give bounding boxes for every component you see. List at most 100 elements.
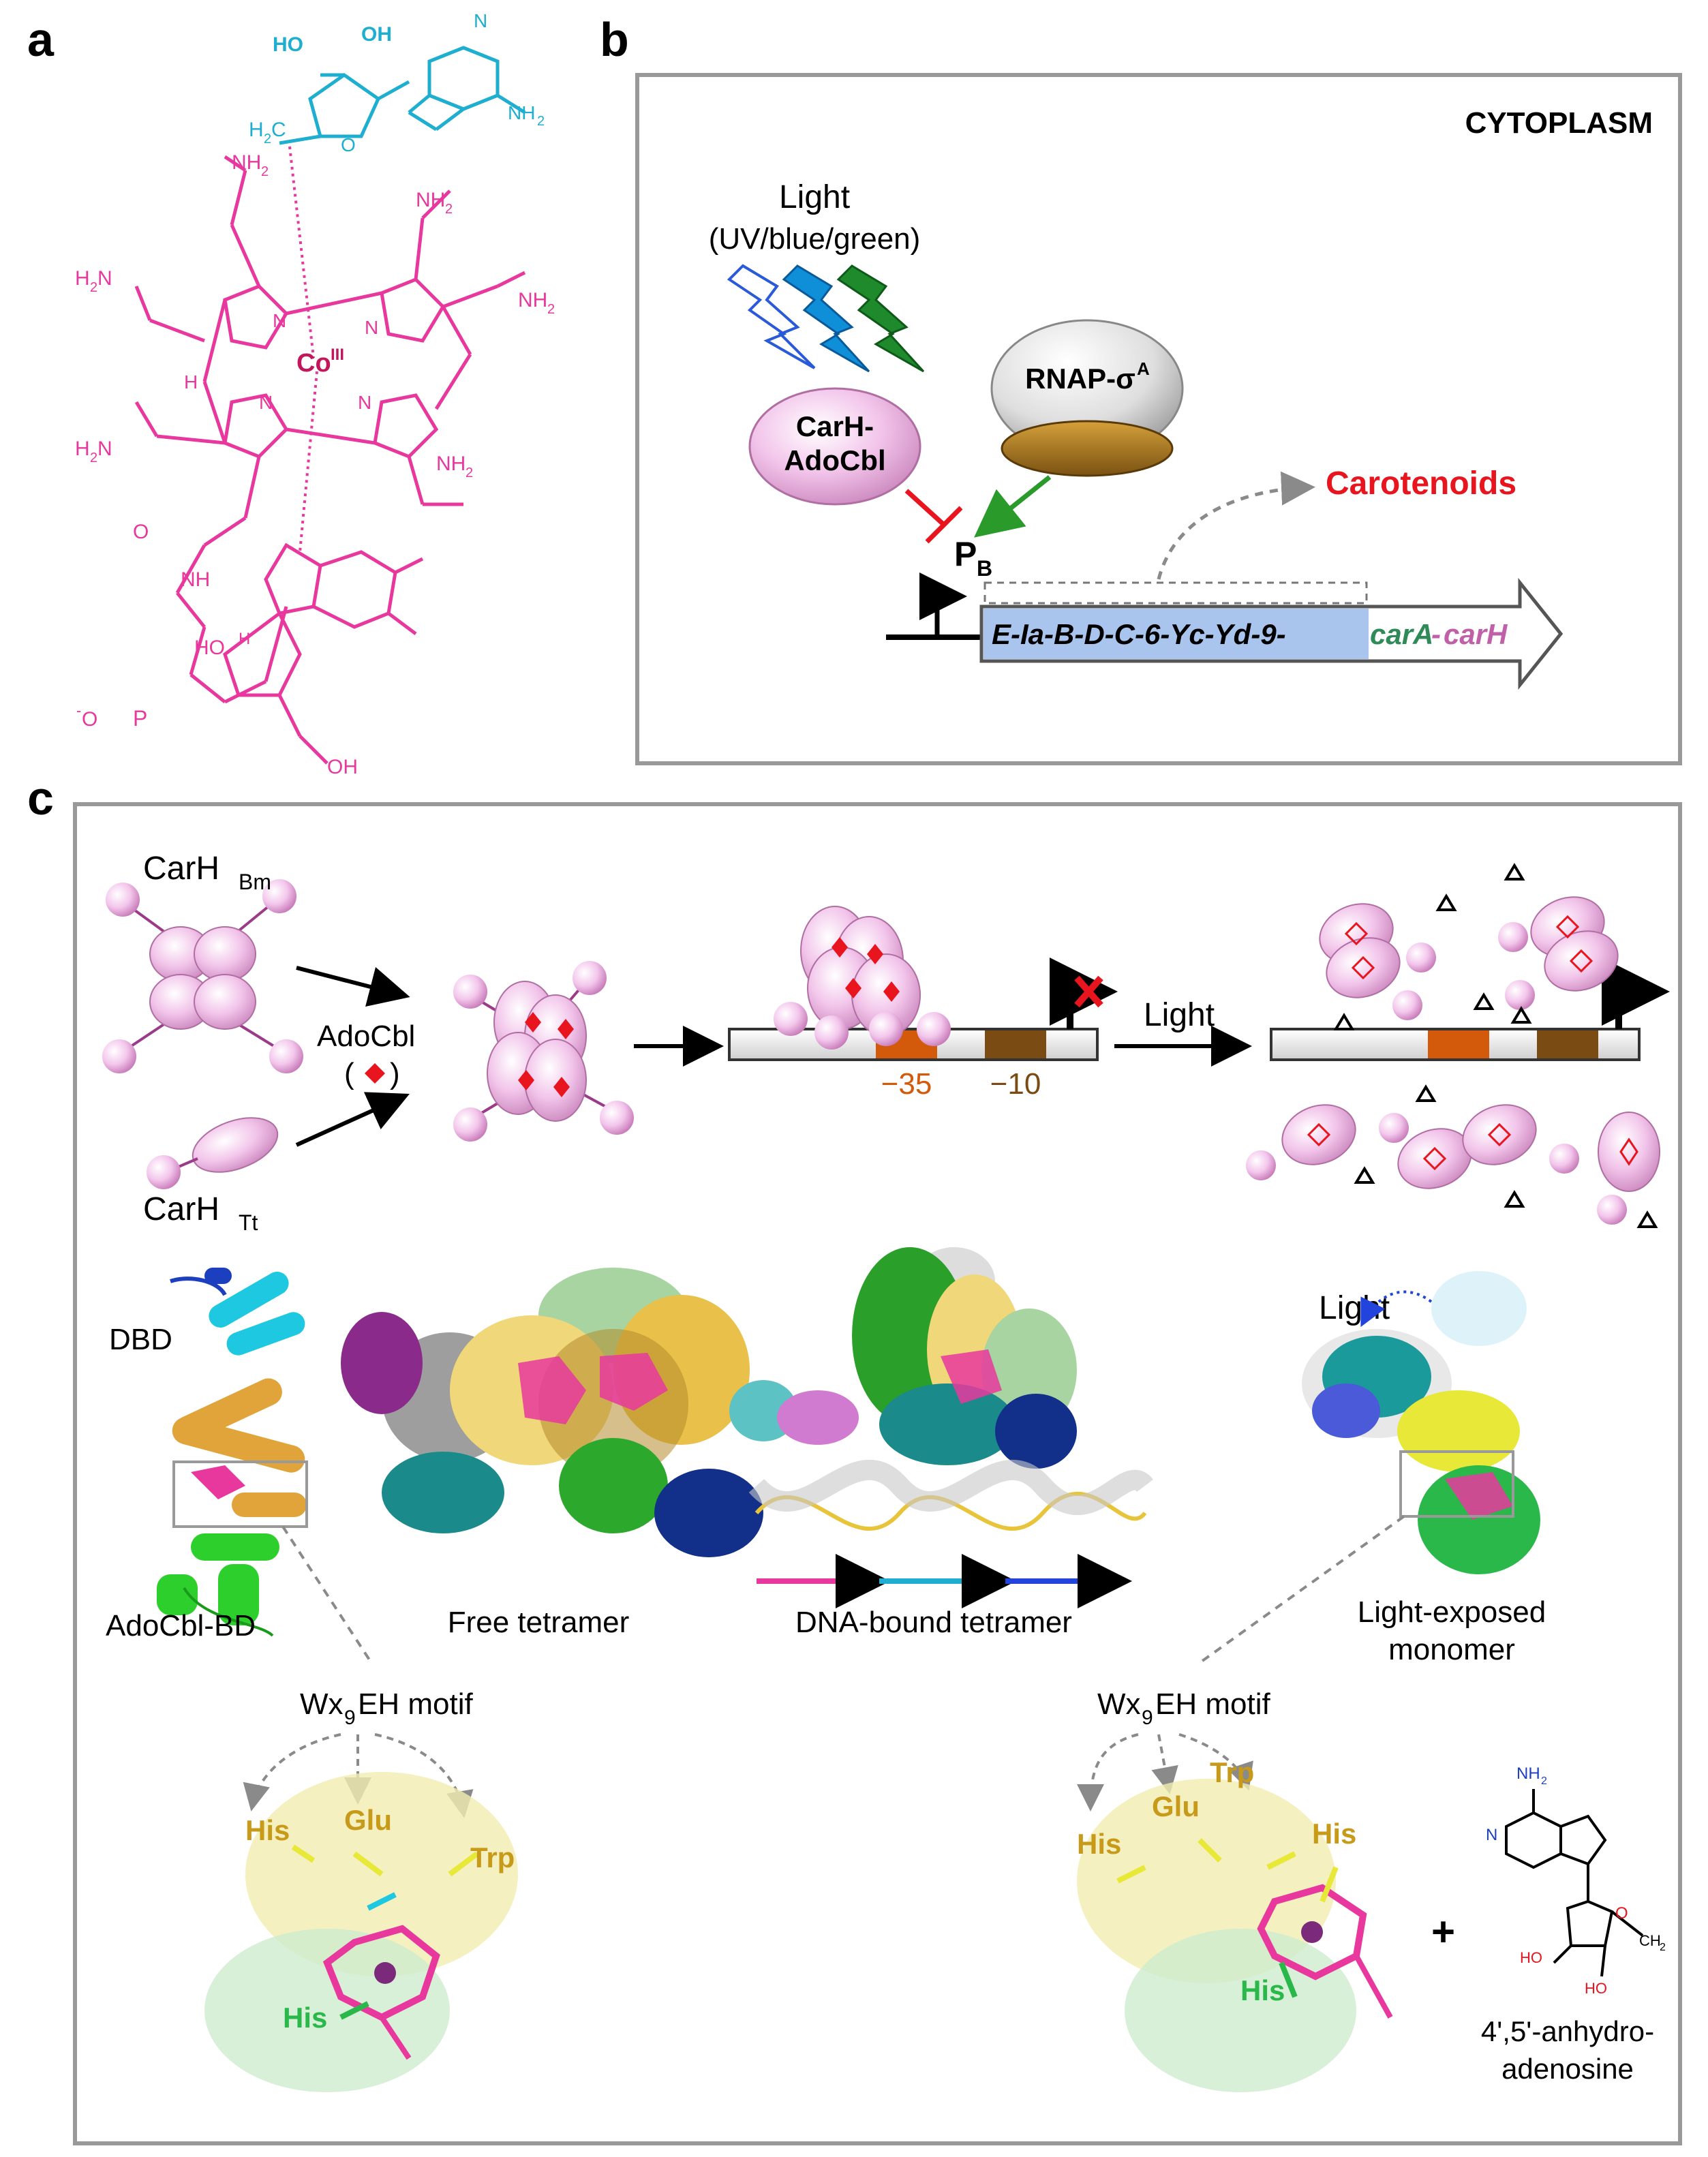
trp-label-right: Trp — [1210, 1756, 1254, 1788]
product-arrow — [1157, 471, 1315, 580]
carh-adocbl-oval — [748, 387, 921, 506]
amide-h2n-1-sub: 2 — [90, 280, 97, 295]
carh-bm-label: CarH — [143, 851, 219, 887]
anhydroadenosine-structure — [1505, 1789, 1644, 1977]
ribose-h: H — [239, 630, 250, 648]
zoom-line-left — [281, 1525, 373, 1664]
amide-h2n-1: H — [75, 267, 90, 290]
panel-label-a: a — [27, 13, 55, 66]
adocbl-structure: HO OH O N NH 2 H 2 C — [75, 10, 555, 778]
adenosyl-h: H — [249, 119, 264, 141]
adenosyl-o: O — [341, 134, 356, 155]
operon-dash: - — [1431, 618, 1441, 650]
motif-left-rest: EH motif — [358, 1687, 473, 1721]
repression-bar — [904, 489, 963, 544]
light-wavelength-label: (UV/blue/green) — [709, 222, 921, 256]
operon-carA: carA — [1370, 618, 1433, 650]
dna-helix-icon — [748, 1459, 1153, 1531]
anhydro-n: N — [1486, 1826, 1497, 1844]
glu-label-right: Glu — [1152, 1790, 1200, 1822]
amide-nh2-3-sub: 2 — [547, 302, 555, 317]
operon-genes: E-Ia-B-D-C-6-Yc-Yd-9- — [992, 618, 1286, 650]
assembly-arrow-tt — [295, 1092, 410, 1147]
carotenoids-label: Carotenoids — [1326, 465, 1516, 502]
carh-tt-label: CarH — [143, 1191, 219, 1227]
free-tetramer-label: Free tetramer — [448, 1606, 630, 1639]
carh-bm-apo-tetramer — [102, 879, 303, 1073]
adenine-n1: N — [474, 10, 487, 31]
adenosyl-oh: OH — [361, 23, 392, 46]
amide-nh2-1: NH — [232, 151, 261, 174]
light-curved-arrow — [1360, 1290, 1433, 1328]
amide-nh2-4: NH — [436, 453, 466, 475]
assembly-arrow-bm — [296, 966, 410, 1007]
light-exposed-label-1: Light-exposed — [1358, 1595, 1546, 1629]
corrin-n-1: N — [365, 317, 378, 338]
ribose-oh: OH — [327, 756, 358, 778]
anhydro-nh2-sub: 2 — [1541, 1775, 1547, 1787]
dna-bound-label: DNA-bound tetramer — [795, 1606, 1072, 1639]
his-label-left: His — [245, 1814, 290, 1846]
amide-nh2-2: NH — [416, 189, 445, 211]
adocbl-diamond-icon — [365, 1063, 385, 1084]
carh-label-line1: CarH- — [796, 410, 874, 442]
blocked-x-icon — [1074, 975, 1103, 1008]
light-exposed-label-2: monomer — [1388, 1633, 1515, 1666]
motif-arrows-right — [1077, 1733, 1253, 1811]
corrin-n-3: N — [358, 392, 371, 413]
trp-label-left: Trp — [470, 1841, 515, 1873]
lightning-icon-uv — [727, 264, 816, 369]
amide-h2n-2-sub: 2 — [90, 450, 97, 465]
phosphate-p: P — [133, 706, 147, 731]
dna-bound-complex — [728, 906, 1118, 1061]
light-label: Light — [779, 179, 850, 215]
his-green-label-right: His — [1240, 1974, 1285, 2006]
lightning-icon-green — [836, 264, 925, 373]
rnap-label: RNAP-σ — [1025, 363, 1135, 395]
free-tetramer-cartoon — [341, 1268, 797, 1557]
rnap-sigma-a: RNAP-σ A — [990, 319, 1184, 477]
anhydro-label-1: 4',5'-anhydro- — [1481, 2015, 1654, 2047]
anhydro-ho-2: HO — [1585, 1980, 1607, 1997]
carh-bm-sub: Bm — [239, 870, 271, 894]
monomer-cartoon-left — [157, 1268, 308, 1637]
transcript-bracket — [983, 581, 1368, 605]
anhydro-o: O — [1615, 1904, 1628, 1923]
anhydro-label-2: adenosine — [1501, 2053, 1634, 2085]
panel-b-frame — [635, 73, 1682, 765]
motif-left-w: Wx — [300, 1687, 344, 1721]
his-label-right: His — [1077, 1828, 1121, 1860]
rnap-sigma-sup: A — [1137, 358, 1150, 379]
adenine-n6-sub: 2 — [537, 114, 545, 129]
amide-nh2-1-sub: 2 — [261, 164, 269, 179]
promoter-label: P — [954, 535, 977, 573]
co-c-bond — [288, 146, 315, 358]
corrin-h: H — [184, 371, 198, 393]
carh-tt-sub: Tt — [239, 1210, 258, 1235]
operon-carH: carH — [1444, 618, 1508, 650]
cytoplasm-label: CYTOPLASM — [1465, 106, 1653, 140]
plus-sign: + — [1431, 1909, 1455, 1955]
minus10-label: −10 — [990, 1067, 1041, 1101]
phosphate-o-minus: O — [82, 708, 97, 731]
adenosyl-ho: HO — [273, 33, 303, 56]
corrin-n-2: N — [259, 392, 273, 413]
dbd-label: DBD — [109, 1323, 172, 1356]
panel-c-frame — [73, 802, 1682, 2145]
promoter-arrow-icon — [919, 572, 967, 637]
corrin-ring — [134, 155, 526, 704]
adocbl-paren-right: ) — [390, 1057, 400, 1090]
cobalt-oxidation: III — [331, 346, 344, 364]
his-green-label-left: His — [283, 2002, 327, 2034]
motif-right-w: Wx — [1097, 1687, 1141, 1721]
free-dna-and-photolysed-monomers — [1246, 863, 1670, 1228]
adocbl-label: AdoCbl — [317, 1020, 415, 1053]
carh-tt-apo-monomer — [147, 1117, 279, 1189]
dmb-ring — [223, 542, 424, 765]
promoter-sub: B — [977, 556, 992, 581]
motif-right-sub: 9 — [1142, 1707, 1153, 1729]
cobalt-label: Co — [296, 349, 331, 378]
minus35-label: −35 — [881, 1067, 932, 1101]
amide-nh2-3: NH — [518, 289, 547, 311]
ho-ribose: HO — [194, 637, 225, 659]
